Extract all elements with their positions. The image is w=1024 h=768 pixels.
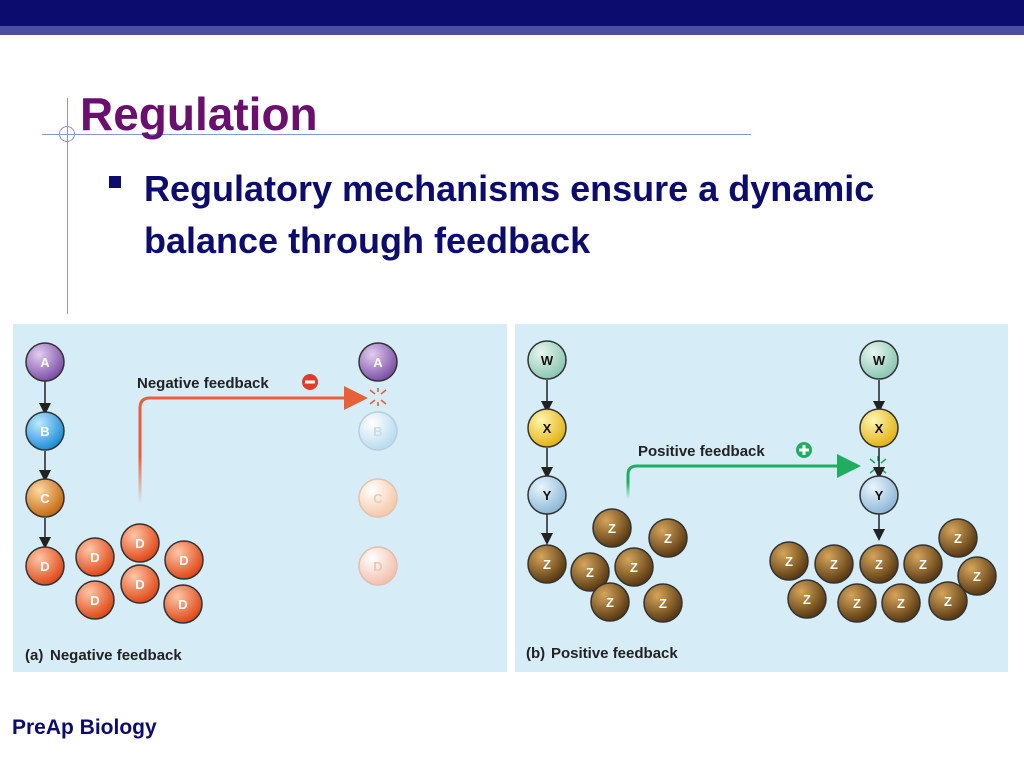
negative-feedback-arrow	[138, 396, 362, 504]
product-z-right-4: Z	[859, 544, 899, 584]
left-rule	[67, 98, 68, 314]
molecule-c-faded: C	[358, 478, 398, 518]
product-d-3: D	[164, 540, 204, 580]
product-z-right-8: Z	[837, 583, 877, 623]
svg-text:Z: Z	[875, 557, 883, 572]
title-rule	[42, 134, 751, 135]
svg-text:Y: Y	[543, 488, 552, 503]
product-z-right-6: Z	[957, 556, 997, 596]
svg-text:Z: Z	[664, 531, 672, 546]
product-d-5: D	[75, 580, 115, 620]
svg-text:X: X	[543, 421, 552, 436]
product-z-left-1: Z	[592, 508, 632, 548]
svg-text:Y: Y	[875, 488, 884, 503]
bullet-text: Regulatory mechanisms ensure a dynamic b…	[144, 168, 875, 261]
svg-text:B: B	[373, 424, 382, 439]
molecule-x: X	[527, 408, 567, 448]
product-z-right-5: Z	[903, 544, 943, 584]
svg-text:Z: Z	[919, 557, 927, 572]
product-d-2: D	[120, 523, 160, 563]
top-bar	[0, 0, 1024, 26]
svg-text:Z: Z	[785, 554, 793, 569]
molecule-a-right: A	[358, 342, 398, 382]
negative-feedback-label: Negative feedback	[137, 375, 269, 392]
crosshair-decoration	[59, 126, 75, 142]
molecule-x-right: X	[859, 408, 899, 448]
negative-feedback-panel: A B C D D D D D D D Negative feedback A …	[13, 324, 507, 672]
positive-feedback-arrow	[626, 464, 855, 499]
svg-text:Z: Z	[830, 557, 838, 572]
product-z-right-1: Z	[938, 518, 978, 558]
product-z-left-4: Z	[614, 547, 654, 587]
product-z-right-2: Z	[769, 541, 809, 581]
svg-text:Z: Z	[803, 592, 811, 607]
molecule-y: Y	[527, 475, 567, 515]
svg-text:Z: Z	[944, 594, 952, 609]
svg-text:D: D	[178, 597, 187, 612]
product-z-left-3: Z	[570, 552, 610, 592]
panel-a-caption-letter: (a)	[25, 647, 43, 664]
svg-text:A: A	[373, 355, 383, 370]
molecule-y-right: Y	[859, 475, 899, 515]
product-d-1: D	[75, 537, 115, 577]
svg-text:C: C	[373, 491, 383, 506]
svg-text:D: D	[40, 559, 49, 574]
svg-text:Z: Z	[897, 596, 905, 611]
panel-b-caption-letter: (b)	[526, 645, 545, 662]
svg-text:Z: Z	[630, 560, 638, 575]
molecule-b-faded: B	[358, 411, 398, 451]
svg-text:A: A	[40, 355, 50, 370]
svg-text:Z: Z	[659, 596, 667, 611]
molecule-c: C	[25, 478, 65, 518]
slide-title: Regulation	[80, 88, 318, 140]
svg-text:Z: Z	[606, 595, 614, 610]
product-z-left-6: Z	[643, 583, 683, 623]
product-z-right-7: Z	[787, 579, 827, 619]
svg-text:D: D	[90, 550, 99, 565]
svg-text:Z: Z	[973, 569, 981, 584]
product-z-right-10: Z	[928, 581, 968, 621]
svg-text:X: X	[875, 421, 884, 436]
svg-text:D: D	[135, 577, 144, 592]
svg-text:D: D	[373, 559, 382, 574]
product-z-left-2: Z	[648, 518, 688, 558]
molecule-w-right: W	[859, 340, 899, 380]
top-stripe	[0, 26, 1024, 35]
molecule-a: A	[25, 342, 65, 382]
svg-text:W: W	[541, 353, 554, 368]
panel-b-caption-text: Positive feedback	[551, 645, 678, 662]
inhibition-burst-icon	[369, 388, 387, 406]
product-d-4: D	[120, 564, 160, 604]
svg-text:Z: Z	[954, 531, 962, 546]
svg-text:Z: Z	[586, 565, 594, 580]
svg-text:Z: Z	[608, 521, 616, 536]
svg-text:C: C	[40, 491, 50, 506]
svg-text:Z: Z	[543, 557, 551, 572]
activation-burst-icon	[869, 456, 887, 474]
product-z-left-5: Z	[590, 582, 630, 622]
molecule-d: D	[25, 546, 65, 586]
product-d-6: D	[163, 584, 203, 624]
svg-text:B: B	[40, 424, 49, 439]
positive-feedback-panel: W X Y Z Z Z Z Z Z Z Positive feedback W …	[515, 324, 1008, 672]
footer-course-name: PreAp Biology	[12, 716, 157, 739]
molecule-w: W	[527, 340, 567, 380]
product-z-right-3: Z	[814, 544, 854, 584]
negative-feedback-diagram: A B C D D D D D D D Negative feedback A …	[25, 342, 398, 664]
product-z-right-9: Z	[881, 583, 921, 623]
plus-sign-icon	[796, 442, 812, 458]
panel-a-caption-text: Negative feedback	[50, 647, 182, 664]
positive-feedback-label: Positive feedback	[638, 443, 765, 460]
molecule-d-faded: D	[358, 546, 398, 586]
svg-text:Z: Z	[853, 596, 861, 611]
molecule-b: B	[25, 411, 65, 451]
svg-text:D: D	[179, 553, 188, 568]
svg-text:W: W	[873, 353, 886, 368]
bullet-square-icon	[109, 176, 121, 188]
svg-text:D: D	[135, 536, 144, 551]
svg-text:D: D	[90, 593, 99, 608]
positive-feedback-diagram: W X Y Z Z Z Z Z Z Z Positive feedback W …	[526, 340, 997, 662]
minus-sign-icon	[302, 374, 318, 390]
molecule-z: Z	[527, 544, 567, 584]
